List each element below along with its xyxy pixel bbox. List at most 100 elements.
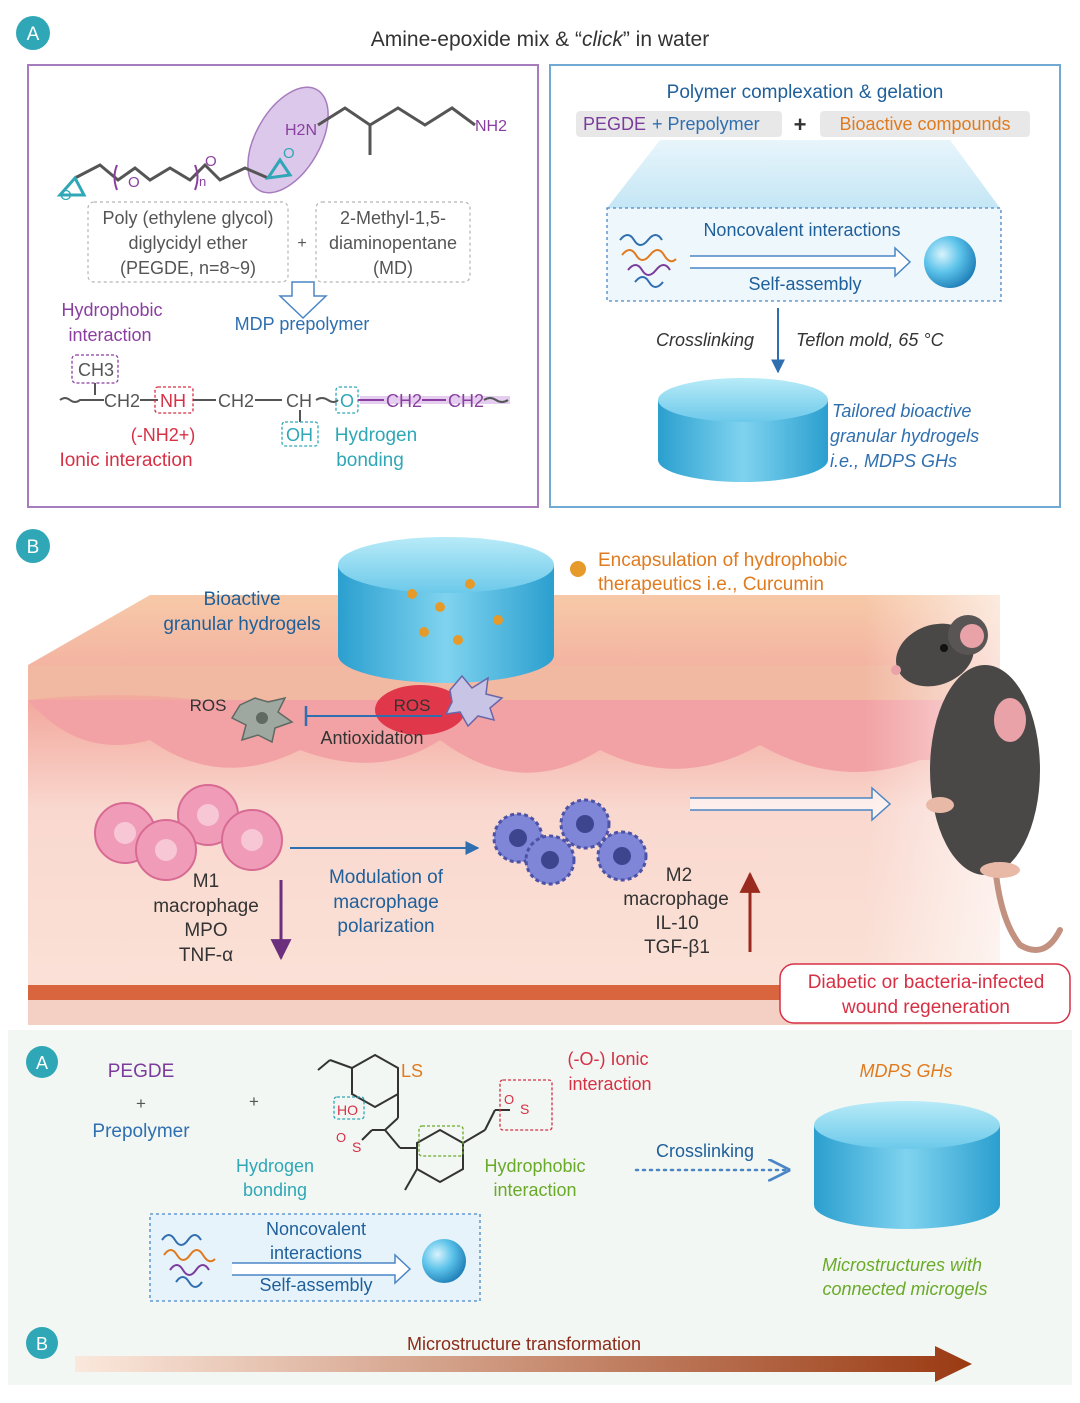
ls-label: LS	[401, 1061, 423, 1081]
oh-box	[281, 421, 319, 447]
bottom-prepolymer: Prepolymer	[92, 1121, 190, 1142]
repeat-bracket-left	[113, 164, 118, 191]
self-assembly-label: Self-assembly	[748, 274, 861, 294]
pegde-box-line-2: diglycidyl ether	[128, 233, 247, 253]
ch2-label-b: CH2	[218, 391, 254, 411]
ho-label: HO	[337, 1102, 358, 1118]
ros-label-2: ROS	[394, 696, 431, 715]
bottom-self-assembly-arrow	[232, 1253, 412, 1285]
chip-pegde: PEGDE+ Prepolymer	[583, 114, 760, 134]
transformation-label: Microstructure transformation	[407, 1334, 641, 1354]
epoxide-right	[264, 157, 293, 180]
gelation-title: Polymer complexation & gelation	[667, 82, 944, 103]
ch3-label: CH3	[78, 360, 114, 380]
micro-line-2: connected microgels	[822, 1279, 987, 1299]
diabetic-line-1: Diabetic or bacteria-infected	[808, 972, 1045, 993]
encapsulation-line-1: Encapsulation of hydrophobic	[598, 550, 847, 571]
ch2-label-a: CH2	[104, 391, 140, 411]
md-box-line-3: (MD)	[373, 258, 413, 278]
mouse-illustration	[891, 615, 1063, 953]
sulfonate-o-left: O	[336, 1130, 346, 1145]
bottom-hbond-2: bonding	[243, 1180, 307, 1200]
hbond-label-1: Hydrogen	[335, 425, 417, 446]
ch2-label-c: CH2	[386, 391, 422, 411]
m1-macrophages	[94, 784, 283, 881]
mdp-arrow	[278, 281, 328, 320]
bottom-mdps: MDPS GHs	[859, 1061, 952, 1081]
bioactive-label-1: Bioactive	[203, 589, 280, 610]
epoxide-highlight	[247, 86, 329, 194]
left-synthesis-panel	[27, 64, 539, 508]
badge-b-bottom	[26, 1327, 58, 1359]
nh2plus-label: (-NH2+)	[131, 425, 196, 445]
bottom-noncovalent-2: interactions	[270, 1243, 362, 1263]
hbond-label-2: bonding	[336, 450, 404, 471]
bottom-plus-2: +	[249, 1092, 259, 1111]
tailored-line-2: granular hydrogels	[830, 426, 979, 446]
encapsulation-line-2: therapeutics i.e., Curcumin	[598, 574, 824, 595]
bottom-self-assembly: Self-assembly	[259, 1275, 372, 1295]
hydrogel-cylinder-top	[658, 378, 828, 482]
chain-end	[483, 397, 509, 403]
ho-box	[333, 1096, 365, 1120]
bottom-crosslinking: Crosslinking	[656, 1141, 754, 1161]
m2-line-1: M2	[666, 865, 692, 886]
polymer-tangle-top	[619, 234, 677, 288]
sulfonate-o-right: O	[504, 1092, 514, 1107]
bottom-hydrophobic-2: interaction	[493, 1180, 576, 1200]
pegde-prepolymer-chip	[576, 111, 782, 137]
bioactive-compounds-label: Bioactive compounds	[839, 114, 1010, 134]
m1-line-2: macrophage	[153, 896, 259, 917]
top-title: Amine-epoxide mix & “click” in water	[371, 28, 709, 51]
badge-a-bottom	[26, 1046, 58, 1078]
ros-label-1: ROS	[190, 696, 227, 715]
md-box-line-2: diaminopentane	[329, 233, 457, 253]
bold-plus: +	[794, 112, 807, 137]
nh2-label: NH2	[475, 118, 507, 135]
o-label-4: O	[283, 145, 295, 162]
antioxidation-label: Antioxidation	[320, 728, 423, 748]
hydrophobic-label-1: Hydrophobic	[61, 300, 162, 320]
diabetic-line-2: wound regeneration	[841, 997, 1010, 1018]
o-label-1: O	[60, 187, 72, 204]
tailored-line-1: Tailored bioactive	[832, 401, 971, 421]
sulfonate-s-right: S	[520, 1101, 529, 1117]
oh-label: OH	[286, 425, 313, 445]
m2-line-4: TGF-β1	[644, 937, 710, 958]
bottom-noncovalent-1: Noncovalent	[266, 1219, 366, 1239]
badge-a-top	[16, 16, 50, 50]
hydrophobic-label-2: interaction	[68, 325, 151, 345]
hydrophobic-ring-box	[418, 1125, 464, 1157]
repeat-bracket-right	[194, 164, 199, 191]
microgel-sphere-bottom	[422, 1239, 466, 1283]
pegde-box-line-3: (PEGDE, n=8~9)	[120, 258, 256, 278]
n-subscript: n	[199, 174, 206, 189]
bottom-ionic-2: interaction	[568, 1074, 651, 1094]
bioactive-label-2: granular hydrogels	[163, 614, 320, 635]
hydrogel-cylinder-bottom	[814, 1101, 1000, 1229]
polymer-tangle-bottom	[161, 1234, 216, 1288]
pegde-box	[87, 201, 289, 283]
ch-label: CH	[286, 391, 312, 411]
m1-line-4: TNF-α	[179, 945, 233, 966]
mixing-fan	[607, 140, 1000, 208]
self-assembly-arrow	[690, 246, 912, 278]
ch2-label-d: CH2	[448, 391, 484, 411]
micro-line-1: Microstructures with	[822, 1255, 982, 1275]
badge-b-bottom-label: B	[36, 1334, 48, 1354]
crosslinking-label-top: Crosslinking	[656, 330, 754, 350]
md-backbone	[317, 106, 476, 127]
modulation-line-2: macrophage	[333, 892, 439, 913]
chain-start	[59, 397, 104, 403]
m2-macrophages	[492, 798, 648, 886]
tailored-line-3: i.e., MDPS GHs	[830, 451, 957, 471]
m1-line-1: M1	[193, 871, 219, 892]
hydrogel-cylinder-middle	[338, 537, 554, 683]
badge-a-top-label: A	[27, 24, 40, 45]
bottom-ionic-1: (-O-) Ionic	[568, 1049, 649, 1069]
plus-sign-top: +	[297, 235, 306, 252]
diabetic-box	[779, 963, 1071, 1024]
noncovalent-label: Noncovalent interactions	[703, 220, 900, 240]
microgel-sphere-top	[924, 236, 976, 288]
